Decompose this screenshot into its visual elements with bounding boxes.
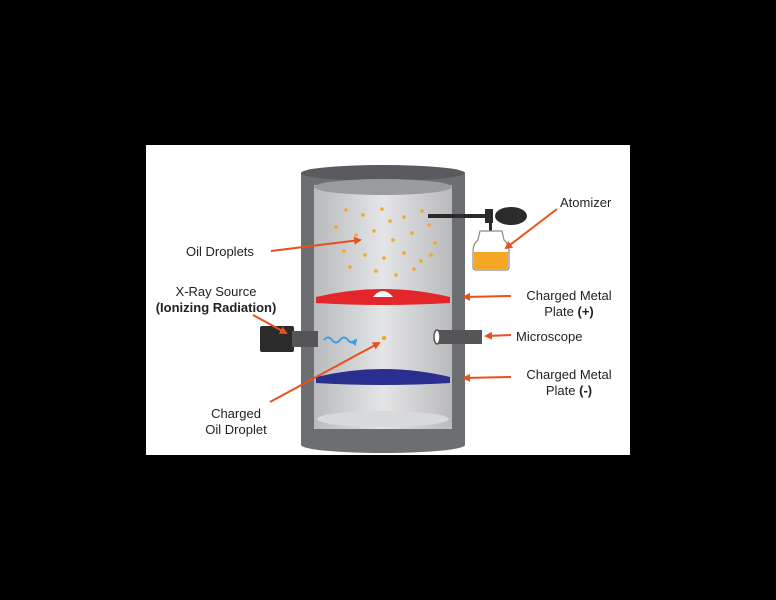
label-charged-line2: Oil Droplet (205, 422, 267, 437)
arrow-microscope (484, 331, 512, 340)
label-charged-line1: Charged (211, 406, 261, 421)
chamber-top-edge (314, 179, 452, 195)
diagram-panel: Atomizer Oil Droplets X-Ray Source (Ioni… (146, 145, 630, 455)
label-positive-line1: Charged Metal (526, 288, 612, 303)
arrow-atomizer (504, 208, 558, 250)
charged-oil-droplet (381, 335, 387, 341)
microscope (433, 329, 482, 345)
label-xray-source: X-Ray Source (Ionizing Radiation) (146, 284, 286, 316)
cylinder-top-rim (301, 165, 465, 181)
plate-hole (373, 291, 393, 297)
label-atomizer: Atomizer (560, 195, 612, 210)
arrow-positive-plate (462, 292, 512, 301)
cylinder-bottom-rim (301, 437, 465, 453)
label-negative-sign: (-) (579, 383, 593, 398)
oil-droplets-cloud (334, 207, 437, 277)
arrows (252, 208, 558, 403)
arrow-charged-droplet (269, 342, 381, 403)
label-negative-line1: Charged Metal (526, 367, 612, 382)
label-positive-plate-word: Plate (544, 304, 578, 319)
label-positive-plate: Charged Metal Plate (+) (514, 288, 624, 320)
label-negative-plate-word: Plate (545, 383, 580, 398)
label-negative-line2: Plate (-) (514, 383, 624, 399)
chamber-interior (314, 185, 452, 429)
label-charged-droplet: Charged Oil Droplet (186, 406, 286, 438)
label-positive-line2: Plate (+) (514, 304, 624, 320)
label-positive-sign: (+) (577, 304, 594, 319)
label-xray-line2: (Ionizing Radiation) (155, 300, 277, 315)
label-negative-plate: Charged Metal Plate (-) (514, 367, 624, 399)
xray-wave (323, 336, 358, 347)
arrow-negative-plate (462, 373, 512, 382)
negative-plate (316, 369, 450, 385)
chamber-floor (317, 411, 449, 427)
label-oil-droplets: Oil Droplets (186, 244, 254, 259)
atomizer (428, 207, 527, 271)
label-microscope: Microscope (516, 329, 583, 344)
arrow-xray-source (252, 314, 288, 334)
millikan-apparatus-diagram (252, 165, 558, 453)
label-xray-line1: X-Ray Source (175, 284, 257, 299)
arrow-oil-droplets (270, 236, 362, 252)
